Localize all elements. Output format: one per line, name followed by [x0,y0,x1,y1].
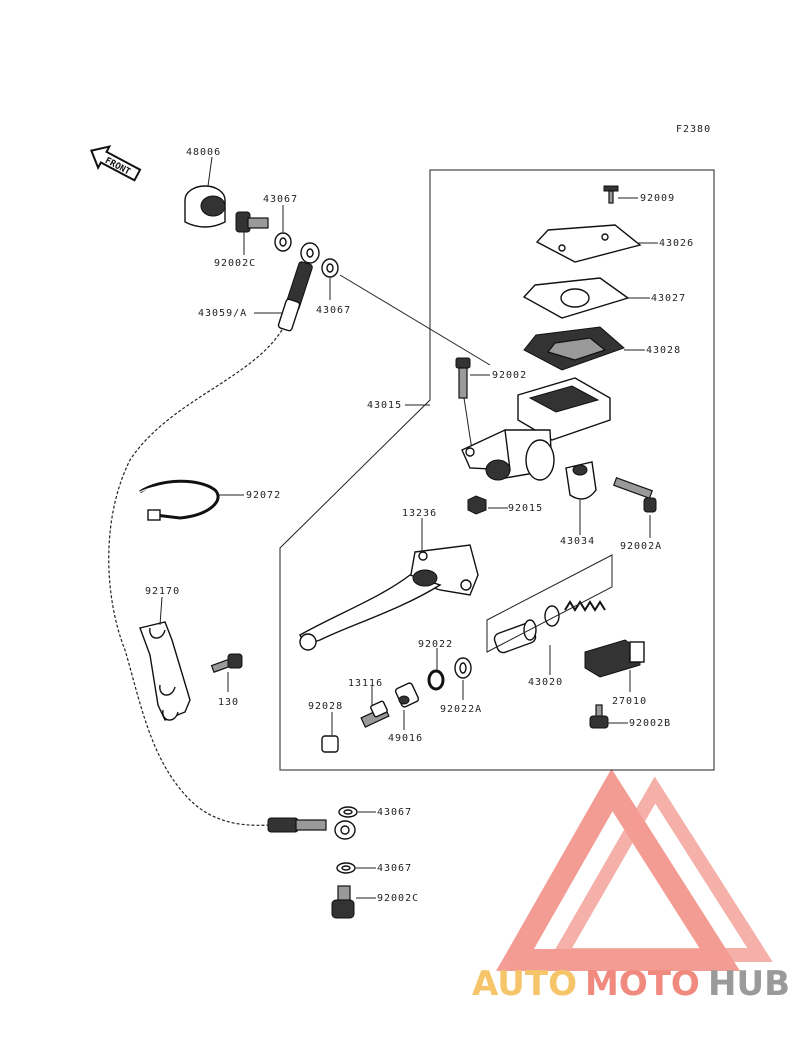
watermark-brand: AUTO MOTO HUB [472,964,790,1004]
figure-code: F2380 [676,124,711,135]
reservoir-cap-43026 [535,224,642,263]
watermark-auto: AUTO [472,964,577,1004]
label-92002c-lower: 92002C [377,893,419,904]
label-43027: 43027 [651,293,686,304]
screw-92009 [603,185,619,204]
label-43026: 43026 [659,238,694,249]
piston-kit-43020 [486,554,613,654]
watermark-moto: MOTO [585,964,700,1004]
hose-fitting-43059a [277,242,320,332]
clamp-43034 [565,461,597,500]
label-43067-low1: 43067 [377,807,412,818]
boot-48006 [184,185,226,228]
label-92002b: 92002B [629,718,671,729]
label-43059a: 43059/A [198,308,247,319]
label-43028: 43028 [646,345,681,356]
label-92170: 92170 [145,586,180,597]
master-cylinder-body-43015 [461,377,611,481]
bolt-130 [210,653,243,673]
banjo-bolt-92002c-lower [331,885,355,919]
master-cylinder-assembly-frame [279,169,715,771]
hose-bracket-92170 [139,621,191,721]
watermark-hub: HUB [708,964,790,1004]
label-92009: 92009 [640,193,675,204]
label-92072: 92072 [246,490,281,501]
label-13236: 13236 [402,508,437,519]
clutch-lever-13236 [299,544,479,651]
label-43067-mid: 43067 [316,305,351,316]
label-27010: 27010 [612,696,647,707]
label-92022a: 92022A [440,704,482,715]
label-48006: 48006 [186,147,221,158]
pin-13116 [360,700,390,728]
label-130: 130 [218,697,239,708]
label-13116: 13116 [348,678,383,689]
front-arrow-icon: FRONT [90,145,142,182]
bolt-92002a [613,476,657,513]
hose-fitting-lower [267,817,356,840]
collar-92028 [321,735,339,753]
label-92022: 92022 [418,639,453,650]
label-43020: 43020 [528,677,563,688]
label-92002a: 92002A [620,541,662,552]
label-43067-top: 43067 [263,194,298,205]
label-43015: 43015 [367,400,402,411]
watermark-logo-icon [496,768,773,971]
screw-92002b [589,704,609,729]
nut-92015 [467,495,487,515]
clutch-switch-27010 [584,639,645,678]
hose-band-92072 [139,479,220,521]
label-92002c-top: 92002C [214,258,256,269]
banjo-bolt-92002c-top [235,211,269,233]
label-92028: 92028 [308,701,343,712]
label-92015: 92015 [508,503,543,514]
label-43034: 43034 [560,536,595,547]
label-43067-low2: 43067 [377,863,412,874]
label-92002: 92002 [492,370,527,381]
circlip-92022 [427,669,445,691]
label-49016: 49016 [388,733,423,744]
adjuster-49016 [394,682,420,708]
bolt-92002 [455,357,471,399]
clutch-hose [108,329,283,826]
